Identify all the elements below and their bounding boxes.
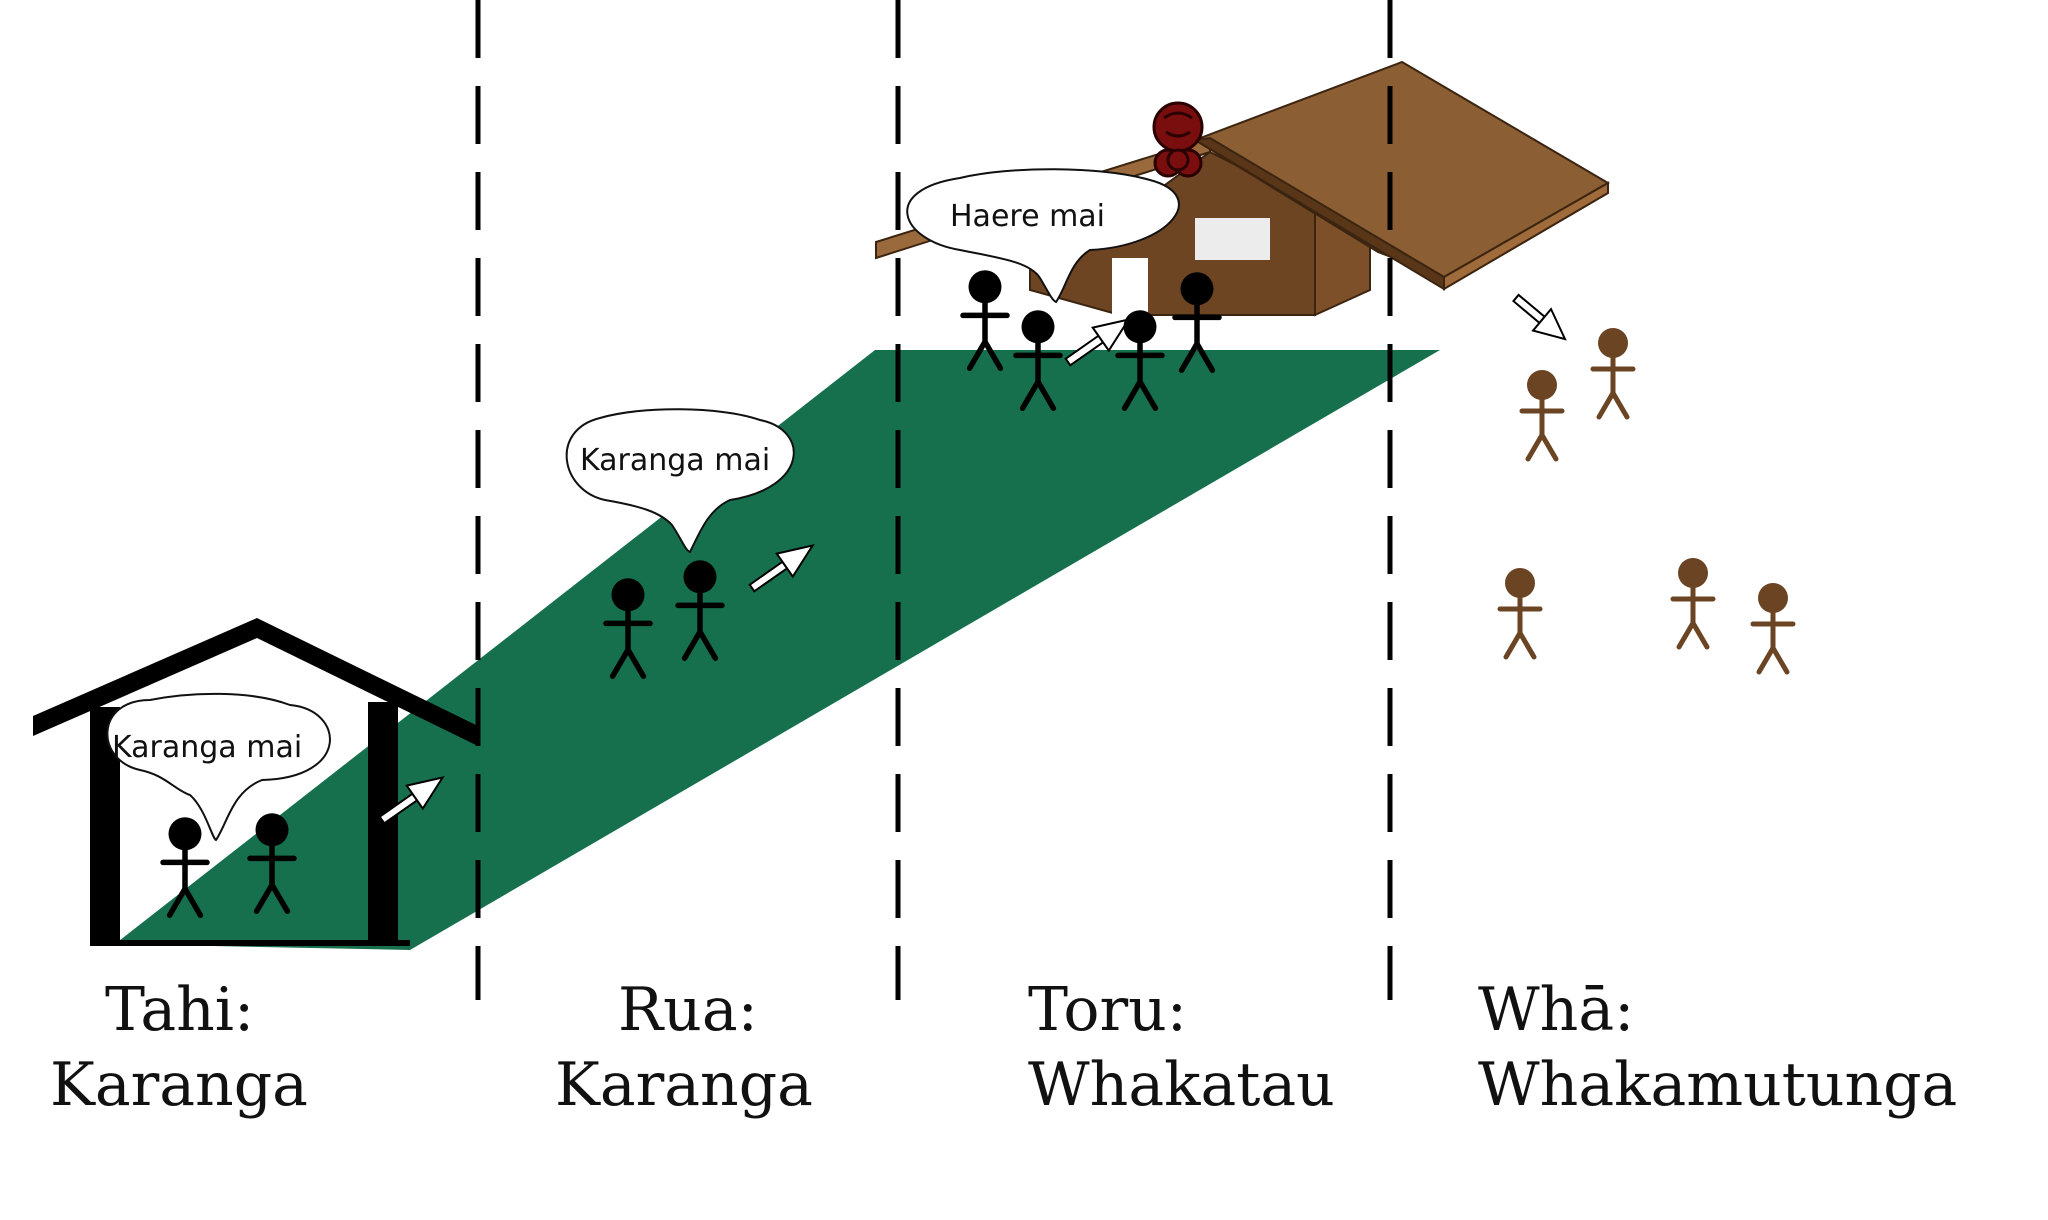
stage-4-number: Whā:	[1478, 975, 1634, 1045]
stick-person-icon	[160, 817, 210, 918]
direction-arrow-icon	[1512, 293, 1567, 341]
stick-person-icon	[1115, 310, 1165, 411]
stick-person-icon	[1497, 568, 1543, 660]
stage-1-name: Karanga	[50, 1050, 308, 1120]
bubble-text-stage1: Karanga mai	[112, 730, 302, 765]
stick-person-icon	[247, 813, 297, 914]
direction-arrow-icon	[748, 544, 815, 593]
house-window	[1195, 218, 1270, 260]
tekoteko-carving-icon	[1152, 101, 1204, 178]
stick-person-icon	[960, 270, 1010, 371]
house-doorway	[1112, 258, 1148, 318]
stage-2-number: Rua:	[618, 975, 758, 1045]
direction-arrow-icon	[1064, 318, 1131, 367]
bubble-text-stage3: Haere mai	[950, 199, 1105, 234]
stick-person-icon	[603, 578, 653, 679]
stage-3-number: Toru:	[1028, 975, 1187, 1045]
stage-1-number: Tahi:	[105, 975, 254, 1045]
speech-bubble-stage1: Karanga mai	[106, 692, 331, 842]
roof-ridge	[1192, 136, 1445, 291]
speech-bubble-stage3: Haere mai	[906, 168, 1180, 304]
direction-arrows	[378, 293, 1567, 825]
stage-labels: Tahi: Karanga Rua: Karanga Toru: Whakata…	[50, 975, 1957, 1120]
stick-person-icon	[1172, 272, 1222, 373]
stick-person-icon	[1590, 328, 1636, 420]
stage-2-name: Karanga	[555, 1050, 813, 1120]
people	[160, 270, 1796, 918]
stick-person-icon	[1670, 558, 1716, 650]
stick-person-icon	[1013, 310, 1063, 411]
stage-4-name: Whakamutunga	[1478, 1050, 1957, 1120]
stick-person-icon	[675, 560, 725, 661]
stick-person-icon	[1750, 583, 1796, 675]
green-path	[115, 350, 1440, 950]
direction-arrow-icon	[378, 776, 445, 825]
stick-person-icon	[1519, 370, 1565, 462]
bubble-text-stage2: Karanga mai	[580, 443, 770, 478]
stage-3-name: Whakatau	[1028, 1050, 1335, 1120]
speech-bubble-stage2: Karanga mai	[565, 408, 795, 554]
